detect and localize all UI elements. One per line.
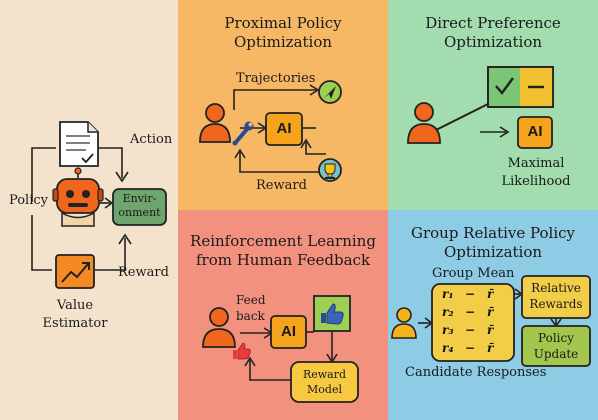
robot-icon [52,167,104,227]
rlhf-title-line1: Reinforcement Learning [190,232,376,250]
candidate-responses-label: Candidate Responses [405,365,547,380]
reward-model-box [290,361,359,403]
reward-model-line1: Reward [302,368,347,381]
environment-label: Envir- onment [113,192,166,220]
ppo-ai-box [265,112,303,146]
action-label: Action [130,132,173,147]
relative-rewards-line1: Relative [531,281,581,295]
policy-update-box [521,325,591,367]
group-mean-label: Group Mean [432,266,515,281]
likelihood-label: Likelihood [501,174,571,189]
chart-trend-icon [55,254,95,289]
environment-label-line2: onment [118,206,161,219]
trajectories-label: Trajectories [236,71,316,86]
reward-row-4-op: − [465,341,476,355]
document-icon [59,121,99,167]
rlhf-title-line2: from Human Feedback [195,251,371,269]
reward-model-label: Reward Model [291,367,358,397]
reward-row-3-r: r₃ [442,323,454,337]
reward-label: Reward [118,265,169,280]
reward-row-4-r: r₄ [442,341,454,355]
feedback-line1: Feed [236,293,266,307]
reward-row-1-mean: r̄ [487,287,494,301]
rlhf-ai-label: AI [281,323,296,340]
policy-label: Policy [9,193,48,208]
reward-row-4-mean: r̄ [487,341,494,355]
person-icon [202,307,236,348]
person-icon [199,103,231,143]
maximal-likelihood-label: Maximal Likelihood [488,155,584,191]
grpo-title: Group Relative Policy Optimization [388,224,598,262]
reward-row-3-op: − [465,323,476,337]
dpo-ai-label: AI [527,123,543,140]
reward-row-2-r: r₂ [442,305,454,319]
dpo-ai-box [517,116,553,149]
preference-board [487,66,554,108]
grpo-graphics [391,275,591,367]
environment-box [112,188,167,226]
maximal-label: Maximal [507,156,565,171]
ppo-reward-label: Reward [256,178,307,193]
reward-row-1-op: − [465,287,476,301]
environment-label-line1: Envir- [122,192,157,205]
reward-row-1-r: r₁ [442,287,454,301]
dpo-title-line2: Optimization [443,33,543,51]
rl-loop-graphics [31,121,167,289]
value-estimator-label: Value Estimator [40,297,110,333]
policy-update-line2: Update [533,347,579,361]
policy-update-label: Policy Update [522,330,590,362]
ppo-panel: Proximal Policy Optimization Trajectorie… [178,0,388,210]
reward-model-line2: Model [307,383,342,396]
group-mean-box [431,283,515,362]
person-pointing-icon [407,102,489,144]
feedback-label: Feed back [236,292,266,324]
wrench-icon [232,121,254,146]
reward-row-3-mean: r̄ [487,323,494,337]
rlhf-panel: Reinforcement Learning from Human Feedba… [178,210,388,420]
dpo-graphics [407,66,554,149]
person-icon [391,307,417,339]
small-thumbs-up-icon [233,342,251,360]
ppo-title: Proximal Policy Optimization [178,14,388,52]
value-estimator-line1: Value [56,298,94,313]
thumbs-up-board-icon [313,295,351,332]
ppo-title-line1: Proximal Policy [224,14,342,32]
value-estimator-line2: Estimator [42,316,108,331]
rl-loop-panel: Action Policy Envir- onment Reward Value… [0,0,178,420]
dpo-panel: Direct Preference Optimization AI Maxima… [388,0,598,210]
rlhf-graphics [202,295,359,403]
grpo-panel: Group Relative Policy Optimization Group… [388,210,598,420]
navigation-arrow-icon [318,80,342,104]
ppo-graphics [199,80,342,182]
feedback-line2: back [236,309,265,323]
rlhf-title: Reinforcement Learning from Human Feedba… [178,232,388,270]
dpo-title: Direct Preference Optimization [388,14,598,52]
grpo-title-line2: Optimization [443,243,543,261]
grpo-title-line1: Group Relative Policy [410,224,576,242]
relative-rewards-line2: Rewards [529,297,583,311]
ppo-title-line2: Optimization [233,33,333,51]
reward-row-2-mean: r̄ [487,305,494,319]
policy-update-line1: Policy [538,331,574,345]
dpo-title-line1: Direct Preference [425,14,561,32]
ppo-ai-label: AI [276,120,292,137]
trophy-icon [318,158,342,182]
reward-row-2-op: − [465,305,476,319]
relative-rewards-label: Relative Rewards [522,280,590,312]
